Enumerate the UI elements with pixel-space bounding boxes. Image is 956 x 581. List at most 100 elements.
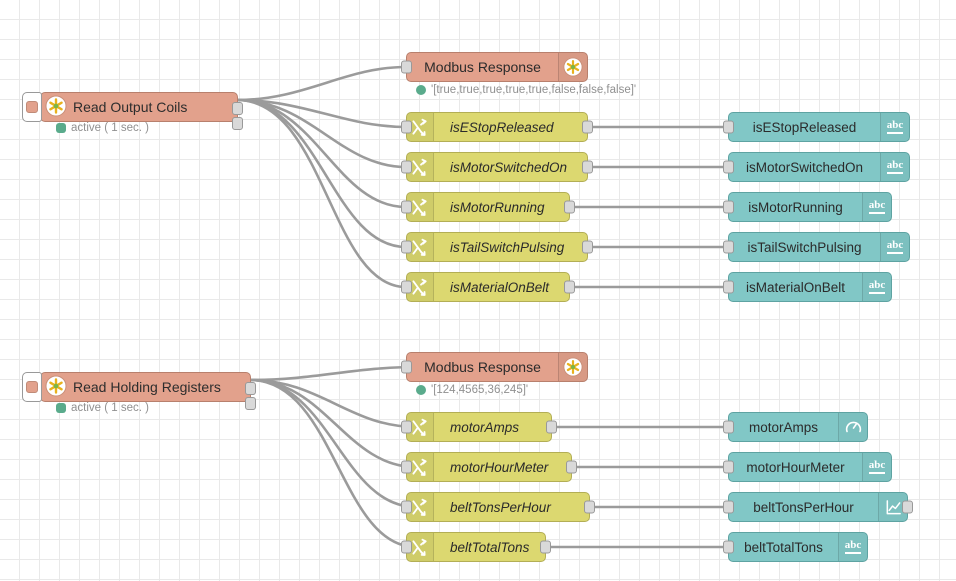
- node-change-belt-tons-per-hour[interactable]: beltTonsPerHour: [401, 492, 595, 522]
- node-ui-is-motor-running[interactable]: isMotorRunning abc: [723, 192, 892, 222]
- status-text: '[124,4565,36,245]': [431, 384, 529, 396]
- output-port[interactable]: [902, 500, 913, 514]
- node-ui-is-material-on-belt[interactable]: isMaterialOnBelt abc: [723, 272, 892, 302]
- output-port-b[interactable]: [245, 397, 256, 410]
- node-label: isMotorRunning: [450, 199, 545, 215]
- abc-text-icon: abc: [862, 273, 891, 301]
- node-ui-is-motor-switched-on[interactable]: isMotorSwitchedOn abc: [723, 152, 910, 182]
- input-port[interactable]: [723, 120, 734, 134]
- node-ui-is-estop-released[interactable]: isEStopReleased abc: [723, 112, 910, 142]
- node-label: isMotorSwitchedOn: [745, 159, 864, 175]
- modbus-asterisk-icon: [45, 95, 67, 120]
- node-label: isEStopReleased: [450, 119, 554, 135]
- output-port-a[interactable]: [232, 102, 243, 115]
- status-text: active ( 1 sec. ): [71, 402, 149, 414]
- node-modbus-response-coils[interactable]: Modbus Response: [401, 52, 588, 82]
- output-port[interactable]: [546, 420, 557, 434]
- node-change-is-estop-released[interactable]: isEStopReleased: [401, 112, 593, 142]
- node-ui-belt-tons-per-hour[interactable]: beltTonsPerHour: [723, 492, 913, 522]
- output-port-b[interactable]: [232, 117, 243, 130]
- input-port[interactable]: [401, 460, 412, 474]
- chart-line-icon: [878, 493, 907, 521]
- input-port[interactable]: [401, 120, 412, 134]
- node-label: isTailSwitchPulsing: [450, 239, 565, 255]
- node-label: motorHourMeter: [450, 459, 549, 475]
- modbus-asterisk-icon: [558, 53, 587, 81]
- status-dot-icon: [416, 385, 426, 395]
- node-label: motorAmps: [450, 419, 520, 435]
- node-label: isTailSwitchPulsing: [747, 239, 862, 255]
- status-modbus-response-registers: '[124,4565,36,245]': [416, 384, 528, 396]
- change-swap-arrows-icon: [407, 153, 434, 181]
- input-port[interactable]: [723, 540, 734, 554]
- node-change-belt-total-tons[interactable]: beltTotalTons: [401, 532, 551, 562]
- node-label: isMaterialOnBelt: [450, 279, 550, 295]
- node-label: isMotorSwitchedOn: [450, 159, 568, 175]
- abc-text-icon: abc: [838, 533, 867, 561]
- node-change-is-motor-running[interactable]: isMotorRunning: [401, 192, 575, 222]
- inject-button-read-holding-registers[interactable]: [22, 372, 42, 402]
- output-port[interactable]: [564, 280, 575, 294]
- node-change-is-tail-switch-pulsing[interactable]: isTailSwitchPulsing: [401, 232, 593, 262]
- node-label: beltTonsPerHour: [450, 499, 551, 515]
- input-port[interactable]: [723, 240, 734, 254]
- node-read-output-coils[interactable]: Read Output Coils: [22, 92, 243, 130]
- gauge-icon: [838, 413, 867, 441]
- node-label: Modbus Response: [424, 359, 541, 375]
- input-port[interactable]: [401, 540, 412, 554]
- output-port[interactable]: [582, 120, 593, 134]
- node-label: isMotorRunning: [748, 199, 843, 215]
- output-port-a[interactable]: [245, 382, 256, 395]
- node-label: motorHourMeter: [746, 459, 845, 475]
- input-port[interactable]: [401, 360, 412, 374]
- output-port[interactable]: [584, 500, 595, 514]
- input-port[interactable]: [723, 420, 734, 434]
- node-ui-motor-amps[interactable]: motorAmps: [723, 412, 868, 442]
- input-port[interactable]: [401, 280, 412, 294]
- input-port[interactable]: [401, 60, 412, 74]
- input-port[interactable]: [401, 420, 412, 434]
- input-port[interactable]: [401, 200, 412, 214]
- output-port[interactable]: [582, 160, 593, 174]
- output-port[interactable]: [540, 540, 551, 554]
- status-read-output-coils: active ( 1 sec. ): [56, 122, 149, 134]
- node-modbus-response-registers[interactable]: Modbus Response: [401, 352, 588, 382]
- abc-text-icon: abc: [862, 453, 891, 481]
- node-label: isEStopReleased: [752, 119, 857, 135]
- node-change-is-material-on-belt[interactable]: isMaterialOnBelt: [401, 272, 575, 302]
- status-modbus-response-coils: '[true,true,true,true,true,false,false,f…: [416, 84, 636, 96]
- input-port[interactable]: [401, 500, 412, 514]
- node-label: Read Output Coils: [73, 99, 188, 115]
- status-dot-icon: [416, 85, 426, 95]
- node-change-motor-hour-meter[interactable]: motorHourMeter: [401, 452, 577, 482]
- node-change-is-motor-switched-on[interactable]: isMotorSwitchedOn: [401, 152, 593, 182]
- node-ui-is-tail-switch-pulsing[interactable]: isTailSwitchPulsing abc: [723, 232, 910, 262]
- status-dot-icon: [56, 403, 66, 413]
- input-port[interactable]: [401, 240, 412, 254]
- input-port[interactable]: [723, 500, 734, 514]
- input-port[interactable]: [723, 280, 734, 294]
- modbus-asterisk-icon: [45, 375, 67, 400]
- node-label: beltTotalTons: [744, 539, 823, 555]
- abc-text-icon: abc: [880, 233, 909, 261]
- input-port[interactable]: [723, 160, 734, 174]
- input-port[interactable]: [401, 160, 412, 174]
- status-text: active ( 1 sec. ): [71, 122, 149, 134]
- node-read-holding-registers[interactable]: Read Holding Registers: [22, 372, 256, 410]
- node-label: motorAmps: [748, 419, 819, 435]
- node-label: Modbus Response: [424, 59, 541, 75]
- status-dot-icon: [56, 123, 66, 133]
- node-ui-motor-hour-meter[interactable]: motorHourMeter abc: [723, 452, 892, 482]
- input-port[interactable]: [723, 460, 734, 474]
- node-label: beltTotalTons: [450, 539, 530, 555]
- output-port[interactable]: [582, 240, 593, 254]
- output-port[interactable]: [566, 460, 577, 474]
- output-port[interactable]: [564, 200, 575, 214]
- input-port[interactable]: [723, 200, 734, 214]
- node-change-motor-amps[interactable]: motorAmps: [401, 412, 557, 442]
- abc-text-icon: abc: [862, 193, 891, 221]
- node-label: Read Holding Registers: [73, 379, 221, 395]
- node-ui-belt-total-tons[interactable]: beltTotalTons abc: [723, 532, 868, 562]
- inject-button-read-output-coils[interactable]: [22, 92, 42, 122]
